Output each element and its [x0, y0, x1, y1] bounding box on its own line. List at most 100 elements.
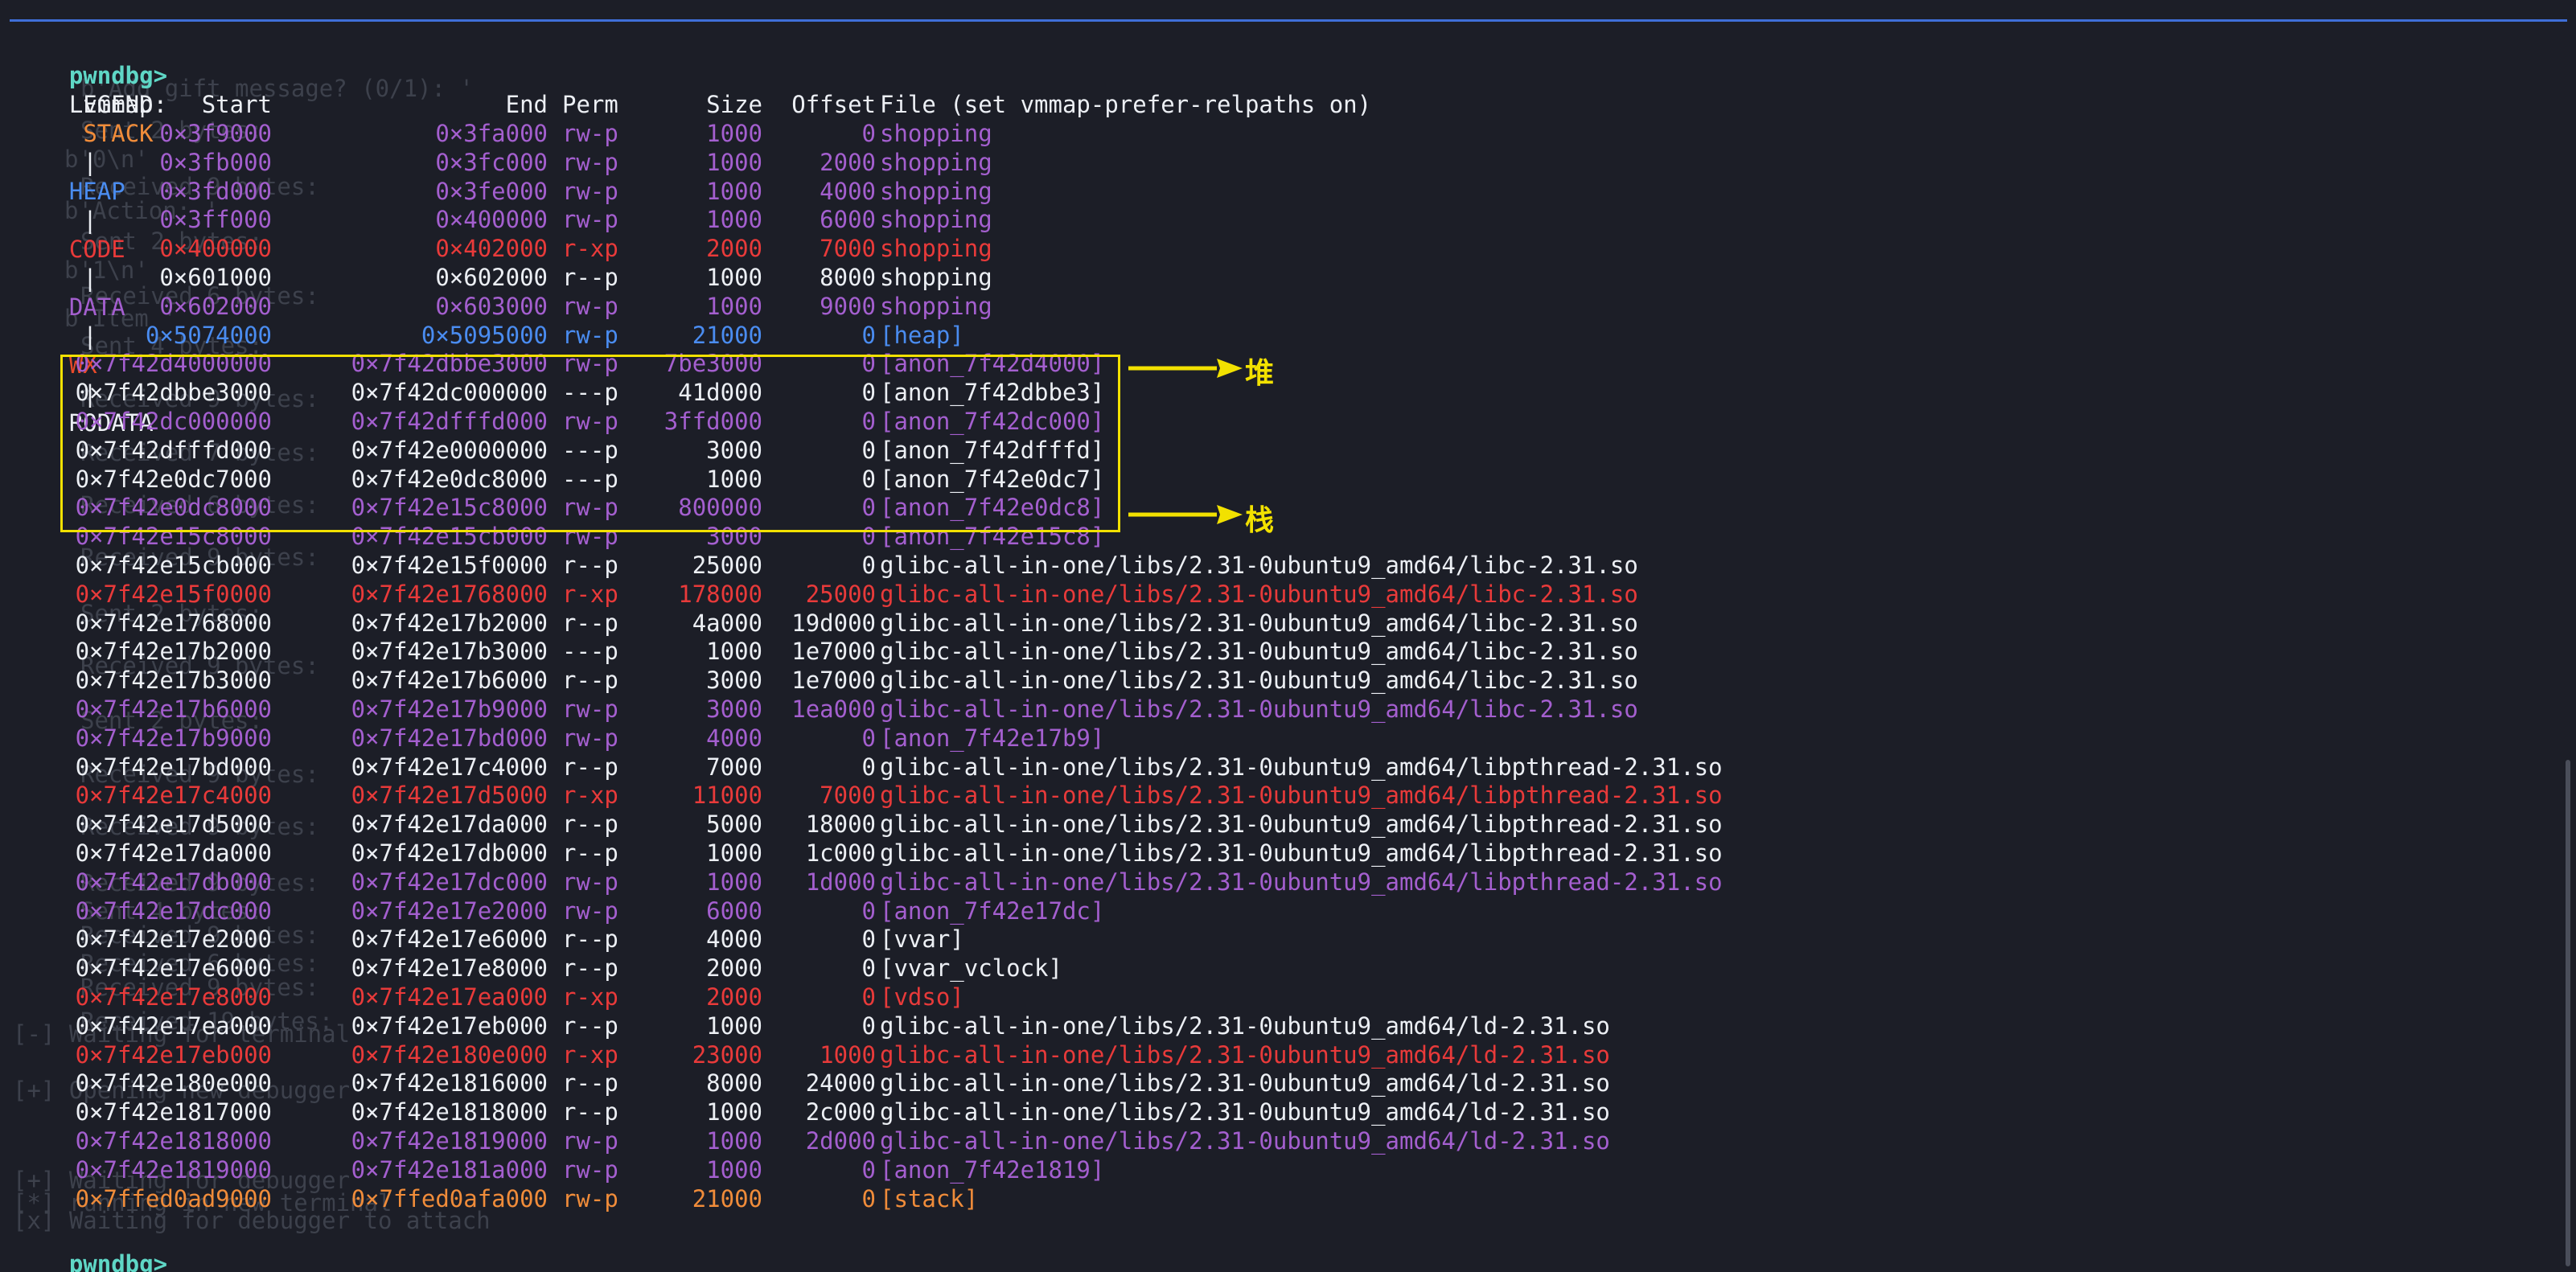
cell-end: 0×7f42e180e000 [351, 1040, 548, 1069]
cell-start: 0×7f42dfffd000 [75, 436, 272, 464]
legend-line: LEGEND: STACK | HEAP | CODE | DATA | WX … [13, 61, 167, 437]
cell-perm: rw-p [562, 523, 618, 551]
command-text: vmmap [83, 91, 154, 118]
cell-perm: r--p [562, 1069, 618, 1098]
cell-offset: 7000 [820, 235, 876, 263]
legend-code: CODE [68, 236, 125, 263]
cell-start: 0×7f42e17db000 [75, 868, 272, 896]
cell-offset: 1000 [820, 1040, 876, 1069]
header-offset: Offset [791, 91, 876, 118]
cell-file: shopping [880, 148, 992, 176]
cell-perm: ---p [562, 465, 618, 493]
header-perm: Perm [562, 91, 618, 118]
cell-end: 0×7f42e1816000 [351, 1069, 548, 1098]
cell-end: 0×7f42e15c8000 [351, 494, 548, 522]
header-file: File (set vmmap-prefer-relpaths on) [880, 91, 1372, 118]
cell-size: 8000 [706, 1069, 762, 1098]
cell-perm: ---p [562, 638, 618, 666]
cell-end: 0×7f42e15f0000 [351, 552, 548, 579]
table-header: Start End Perm Size Offset File (set vmm… [13, 90, 1782, 119]
cell-perm: r--p [562, 753, 618, 781]
cell-start: 0×7f42e17d5000 [75, 810, 272, 839]
cell-end: 0×7f42e17e8000 [351, 954, 548, 983]
cell-perm: r--p [562, 925, 618, 954]
header-end: End [505, 91, 548, 118]
cell-offset: 0 [861, 408, 876, 435]
cell-end: 0×7f42e17bd000 [351, 724, 548, 752]
cell-perm: r-xp [562, 235, 618, 263]
cell-end: 0×7f42e0dc8000 [351, 465, 548, 493]
cell-size: 21000 [692, 321, 762, 349]
terminal-top-border [10, 19, 2567, 22]
cell-start: 0×7f42e17dc000 [75, 897, 272, 925]
cell-perm: rw-p [562, 897, 618, 925]
cell-start: 0×3fd000 [159, 177, 272, 205]
cell-offset: 0 [861, 1011, 876, 1040]
cell-offset: 24000 [805, 1069, 876, 1098]
cell-start: 0×7f42dc000000 [75, 408, 272, 435]
cell-start: 0×7f42e1817000 [75, 1098, 272, 1126]
cell-file: [anon_7f42dfffd] [880, 436, 1105, 464]
cell-perm: rw-p [562, 1127, 618, 1155]
cell-end: 0×400000 [435, 206, 548, 234]
cell-file: glibc-all-in-one/libs/2.31-0ubuntu9_amd6… [880, 753, 1723, 781]
cell-end: 0×7f42e17b6000 [351, 667, 548, 695]
cell-offset: 25000 [805, 580, 876, 608]
cell-end: 0×7f42e1768000 [351, 580, 548, 608]
cell-start: 0×7f42e180e000 [75, 1069, 272, 1098]
cell-offset: 0 [861, 983, 876, 1011]
cell-perm: r--p [562, 1011, 618, 1040]
cell-file: [anon_7f42e1819] [880, 1155, 1105, 1184]
cell-offset: 1c000 [805, 839, 876, 867]
cell-start: 0×601000 [159, 264, 272, 291]
cell-file: shopping [880, 264, 992, 291]
cell-file: glibc-all-in-one/libs/2.31-0ubuntu9_amd6… [880, 609, 1638, 637]
cell-end: 0×7f42e17db000 [351, 839, 548, 867]
cell-offset: 19d000 [791, 609, 876, 637]
cell-size: 1000 [706, 1127, 762, 1155]
cell-end: 0×7f42e1818000 [351, 1098, 548, 1126]
cell-size: 2000 [706, 235, 762, 263]
cell-perm: r--p [562, 264, 618, 291]
cell-offset: 9000 [820, 292, 876, 320]
cell-size: 1000 [706, 638, 762, 666]
cell-file: glibc-all-in-one/libs/2.31-0ubuntu9_amd6… [880, 580, 1638, 608]
cell-offset: 1e7000 [791, 667, 876, 695]
cell-file: glibc-all-in-one/libs/2.31-0ubuntu9_amd6… [880, 1069, 1610, 1098]
cell-perm: r-xp [562, 1040, 618, 1069]
cell-file: glibc-all-in-one/libs/2.31-0ubuntu9_amd6… [880, 810, 1723, 839]
input-line[interactable]: pwndbg> = [13, 1221, 167, 1272]
legend-separator: | [68, 322, 112, 350]
cell-perm: r--p [562, 667, 618, 695]
cell-size: 25000 [692, 552, 762, 579]
cell-start: 0×7f42e17b3000 [75, 667, 272, 695]
cell-perm: rw-p [562, 120, 618, 147]
cell-end: 0×7f42e15cb000 [351, 523, 548, 551]
cell-size: 1000 [706, 868, 762, 896]
cell-offset: 1ea000 [791, 695, 876, 723]
terminal-scrollbar[interactable] [2566, 760, 2570, 1266]
cell-end: 0×7f42e17da000 [351, 810, 548, 839]
cell-file: shopping [880, 177, 992, 205]
cell-size: 4a000 [692, 609, 762, 637]
cell-perm: rw-p [562, 177, 618, 205]
cell-start: 0×7ffed0ad9000 [75, 1184, 272, 1213]
stack-arrow-icon [1128, 505, 1243, 524]
cell-file: [anon_7f42e17dc] [880, 897, 1105, 925]
cell-offset: 2000 [820, 148, 876, 176]
cell-end: 0×7f42e17ea000 [351, 983, 548, 1011]
cell-start: 0×7f42e15cb000 [75, 552, 272, 579]
cell-perm: rw-p [562, 868, 618, 896]
cell-end: 0×7f42e17b9000 [351, 695, 548, 723]
cell-offset: 0 [861, 120, 876, 147]
